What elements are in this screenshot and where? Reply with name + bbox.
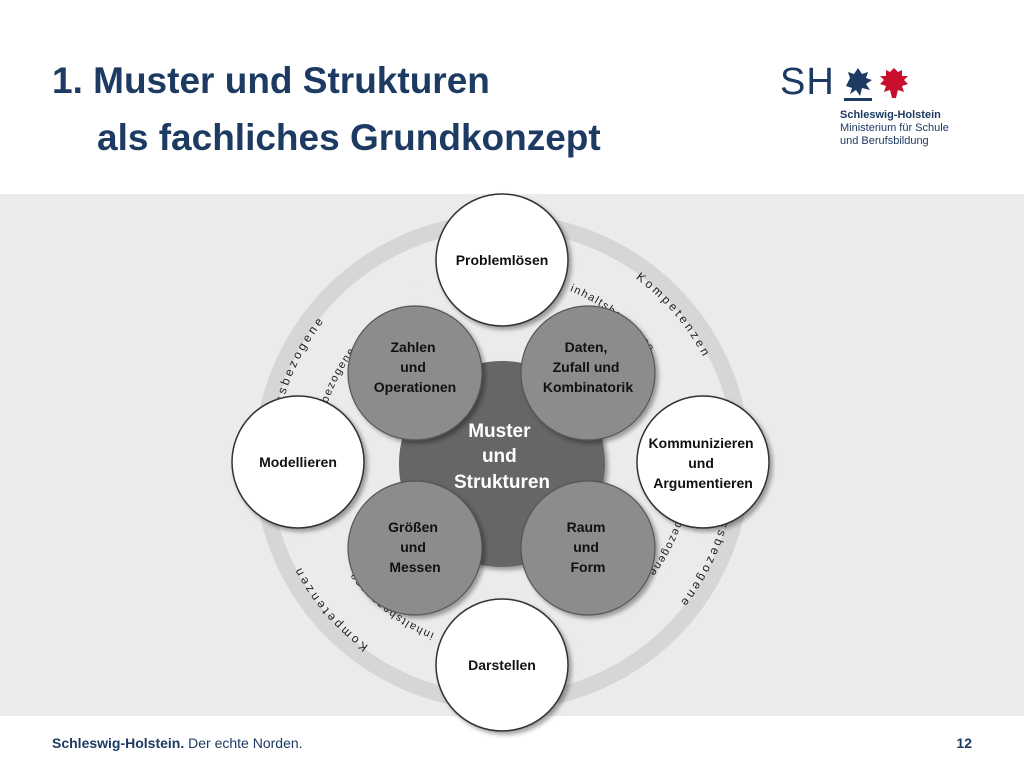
lion-nettle-leaf-crest-icon	[844, 68, 908, 101]
center-label-line-1: Muster	[468, 421, 531, 442]
content-label-daten-line-3: Kombinatorik	[543, 379, 633, 395]
content-label-raum-line-3: Form	[571, 559, 606, 575]
content-label-daten-line-2: Zufall und	[553, 359, 620, 375]
process-label-problemloesen: Problemlösen	[456, 252, 549, 268]
footer-slogan-text: Der echte Norden.	[184, 735, 303, 751]
content-circle-zahlen	[347, 305, 483, 441]
content-label-zahlen: Zahlen und Operationen	[374, 339, 456, 395]
content-label-raum: Raum und Form	[567, 519, 610, 575]
content-node-zahlen: Zahlen und Operationen	[347, 305, 483, 441]
process-label-darstellen: Darstellen	[468, 657, 536, 673]
content-label-groessen-line-2: und	[400, 539, 426, 555]
content-circle-daten	[520, 305, 656, 441]
page-title: 1. Muster und Strukturen als fachliches …	[52, 52, 601, 166]
content-label-groessen-line-3: Messen	[389, 559, 440, 575]
logo-subtitle-line-2: und Berufsbildung	[840, 135, 929, 147]
title-line-2: als fachliches Grundkonzept	[97, 117, 601, 158]
process-circle-problemloesen	[435, 193, 569, 327]
content-node-raum: Raum und Form	[520, 480, 656, 616]
content-label-raum-line-2: und	[573, 539, 599, 555]
process-circle-darstellen	[435, 598, 569, 732]
center-label-line-2: und	[482, 446, 517, 467]
content-label-groessen: Größen und Messen	[388, 519, 442, 575]
process-label-modellieren: Modellieren	[259, 454, 337, 470]
content-label-daten-line-1: Daten,	[565, 339, 608, 355]
process-node-problemloesen: Problemlösen	[435, 193, 569, 327]
process-circle-modellieren	[231, 395, 365, 529]
content-label-zahlen-line-3: Operationen	[374, 379, 456, 395]
content-label-daten: Daten, Zufall und Kombinatorik	[543, 339, 633, 395]
process-label-kommunizieren: Kommunizieren und Argumentieren	[649, 435, 758, 491]
process-node-darstellen: Darstellen	[435, 598, 569, 732]
process-label-kommunizieren-line-3: Argumentieren	[653, 475, 753, 491]
logo-sh-mark: SH	[780, 61, 835, 103]
title-line-1: 1. Muster und Strukturen	[52, 60, 490, 101]
content-circle-groessen	[347, 480, 483, 616]
ministry-logo: SH Schleswig-Holstein Ministerium für Sc…	[780, 62, 970, 152]
content-label-groessen-line-1: Größen	[388, 519, 438, 535]
process-node-modellieren: Modellieren	[231, 395, 365, 529]
process-label-kommunizieren-line-1: Kommunizieren	[649, 435, 754, 451]
center-label-line-3: Strukturen	[454, 472, 550, 493]
content-label-raum-line-1: Raum	[567, 519, 606, 535]
logo-name: Schleswig-Holstein	[840, 109, 941, 121]
content-node-groessen: Größen und Messen	[347, 480, 483, 616]
content-label-zahlen-line-2: und	[400, 359, 426, 375]
page-number: 12	[956, 735, 972, 751]
footer-slogan: Schleswig-Holstein. Der echte Norden.	[52, 735, 303, 751]
process-label-kommunizieren-line-2: und	[688, 455, 714, 471]
process-circle-kommunizieren	[636, 395, 770, 529]
center-label: Muster und Strukturen	[454, 421, 550, 493]
content-circle-raum	[520, 480, 656, 616]
content-node-daten: Daten, Zufall und Kombinatorik	[520, 305, 656, 441]
footer-brand: Schleswig-Holstein.	[52, 735, 185, 751]
logo-subtitle-line-1: Ministerium für Schule	[840, 122, 949, 134]
content-label-zahlen-line-1: Zahlen	[390, 339, 435, 355]
process-node-kommunizieren: Kommunizieren und Argumentieren	[636, 395, 770, 529]
logo-subtitle: Ministerium für Schule und Berufsbildung	[840, 122, 949, 148]
